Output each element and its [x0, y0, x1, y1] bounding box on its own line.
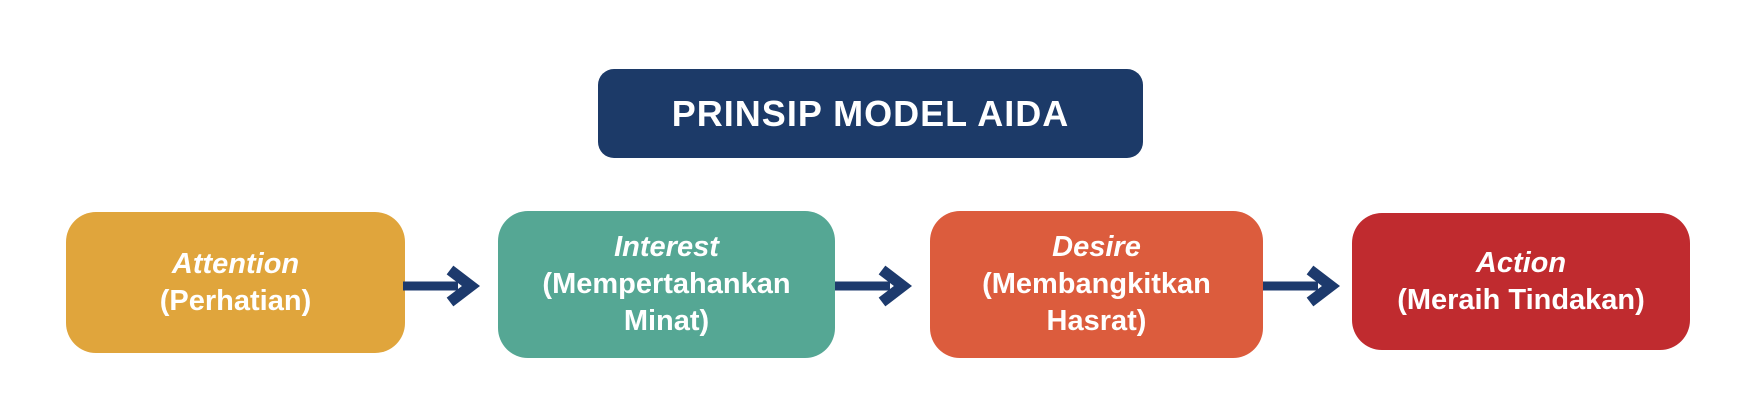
step-name: Desire	[1052, 231, 1141, 263]
diagram-title-label: PRINSIP MODEL AIDA	[671, 92, 1070, 134]
diagram-title: PRINSIP MODEL AIDA	[598, 69, 1143, 158]
step-box-action: Action (Meraih Tindakan)	[1352, 213, 1690, 350]
step-name: Attention	[171, 247, 300, 280]
arrow-right-icon	[835, 265, 912, 307]
step-box-attention: Attention (Perhatian)	[66, 212, 405, 353]
step-name: Interest	[614, 231, 719, 263]
step-translation: (Membangkitkan Hasrat)	[982, 268, 1211, 337]
arrow-right-icon	[403, 265, 480, 307]
step-translation: (Mempertahankan Minat)	[542, 268, 791, 337]
arrow-right-icon	[1263, 265, 1340, 307]
step-translation: (Meraih Tindakan)	[1397, 283, 1645, 316]
step-translation: (Perhatian)	[159, 284, 312, 317]
step-box-desire: Desire (Membangkitkan Hasrat)	[930, 211, 1263, 358]
step-box-interest: Interest (Mempertahankan Minat)	[498, 211, 835, 358]
step-name: Action	[1475, 246, 1567, 279]
